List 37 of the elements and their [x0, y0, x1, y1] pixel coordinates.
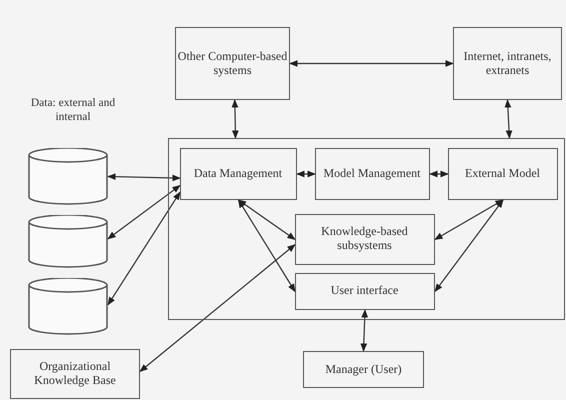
process-box — [10, 349, 140, 399]
arrow — [107, 173, 181, 182]
process-box — [448, 148, 558, 200]
box-label: Internet, intranets, extranets — [462, 50, 552, 78]
arrow — [238, 200, 296, 240]
arrow — [434, 199, 504, 240]
process-box — [303, 351, 424, 388]
arrow — [360, 309, 368, 352]
box-label: Organizational Knowledge Base — [33, 360, 117, 388]
caption-text: Data: external and internal — [30, 97, 116, 125]
box-label: Data Management — [194, 166, 282, 180]
arrow — [504, 99, 512, 139]
box-label: User interface — [330, 284, 398, 298]
box-label: Knowledge-based subsystems — [320, 225, 409, 253]
database-cylinder — [28, 215, 108, 268]
container-box — [168, 138, 565, 320]
process-box — [175, 27, 290, 100]
process-box — [314, 148, 430, 200]
process-box — [294, 214, 434, 264]
arrow — [232, 99, 239, 139]
process-box — [180, 148, 296, 200]
arrow — [296, 170, 316, 178]
arrow — [434, 199, 504, 292]
arrow — [107, 184, 181, 240]
process-box — [294, 272, 434, 310]
box-label: Other Computer-based systems — [176, 50, 288, 78]
arrow — [238, 199, 296, 292]
arrow — [429, 170, 449, 178]
process-box — [453, 27, 562, 100]
box-label: External Model — [465, 166, 540, 180]
database-cylinder — [28, 148, 108, 205]
box-label: Model Management — [324, 166, 420, 180]
box-label: Manager (User) — [325, 362, 402, 376]
database-cylinder — [28, 278, 108, 335]
arrow — [289, 60, 454, 67]
arrow — [139, 244, 296, 372]
arrow — [108, 192, 180, 306]
